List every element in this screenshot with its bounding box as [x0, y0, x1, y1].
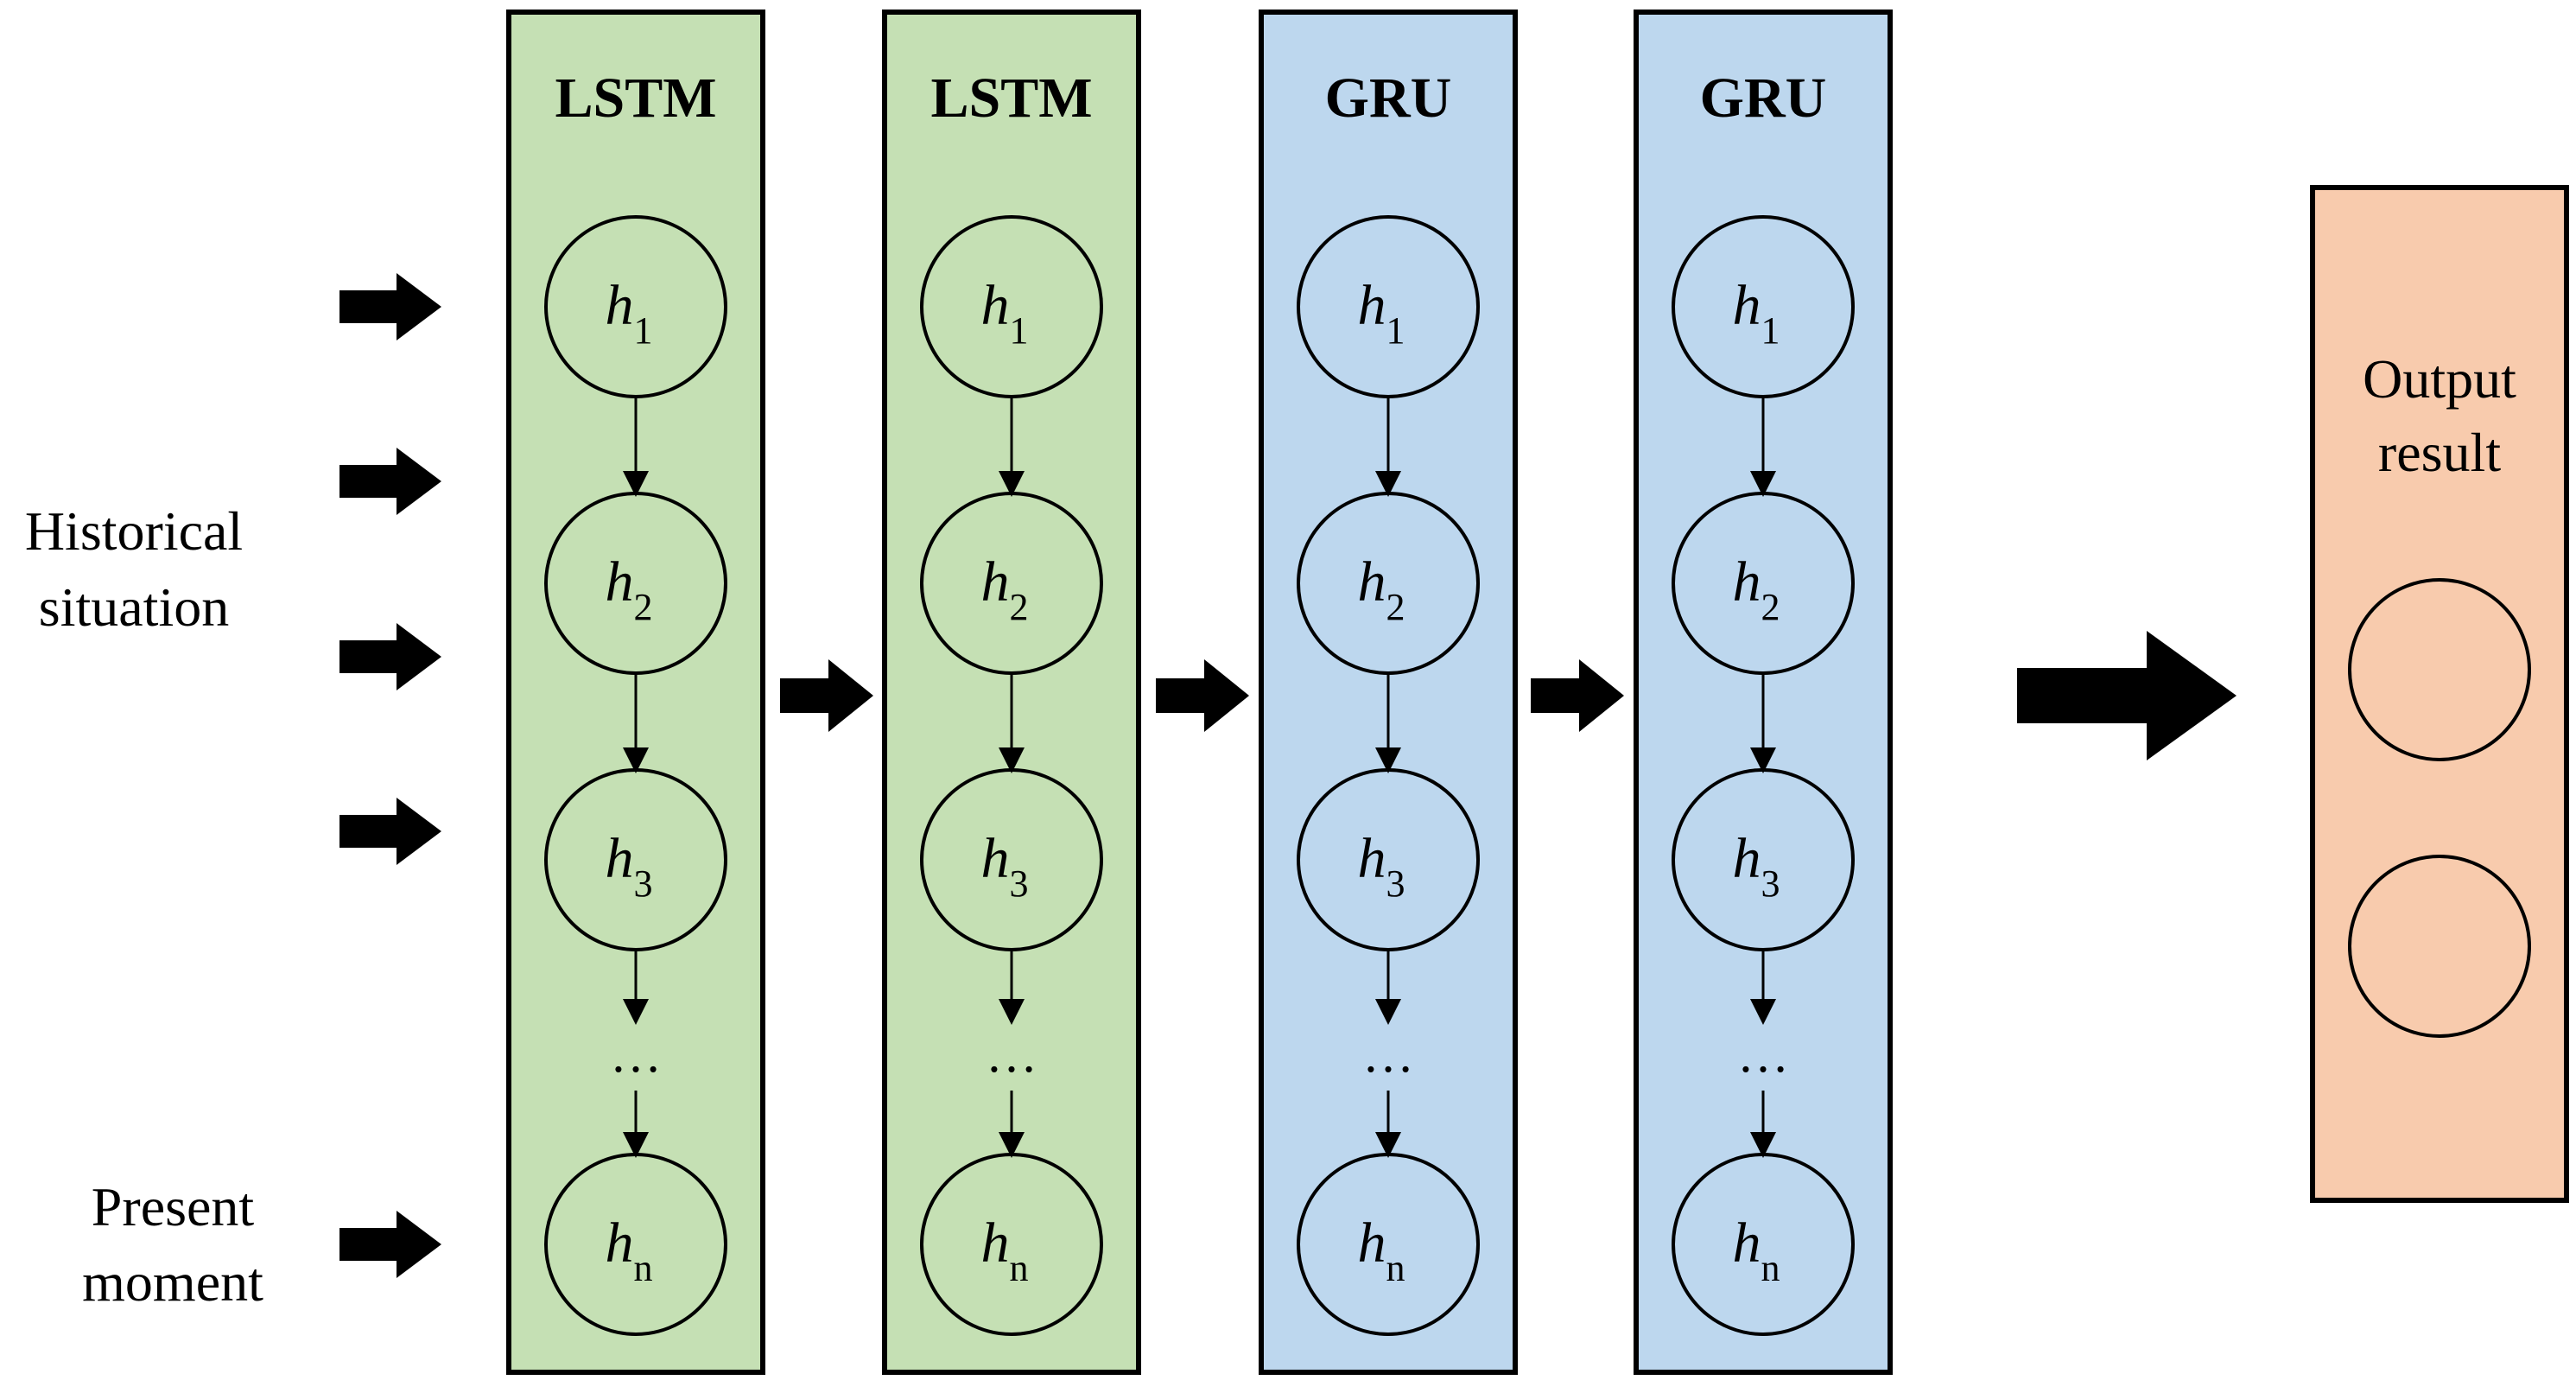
- node-label-main: h: [981, 827, 1010, 890]
- node-label-sub: n: [1761, 1247, 1780, 1289]
- node-label-sub: n: [634, 1247, 653, 1289]
- ellipsis-label: …: [1737, 1026, 1789, 1083]
- arrow-gru1-to-gru2: [1531, 659, 1624, 732]
- node-label-main: h: [1358, 274, 1386, 337]
- ellipsis-label: …: [1362, 1026, 1414, 1083]
- ellipsis-label: …: [986, 1026, 1037, 1083]
- node-label-main: h: [606, 827, 634, 890]
- node-label-main: h: [981, 274, 1010, 337]
- node-label-sub: 3: [634, 862, 653, 905]
- node-label-main: h: [1358, 827, 1386, 890]
- node-label-main: h: [1733, 1212, 1761, 1275]
- node-label-sub: n: [1386, 1247, 1405, 1289]
- hidden-state-label: h2: [606, 550, 653, 628]
- node-label-sub: 1: [1761, 309, 1780, 352]
- node-label-main: h: [606, 550, 634, 614]
- node-label-sub: 2: [1010, 586, 1029, 628]
- present-moment-label-line2: moment: [82, 1251, 263, 1313]
- column-title: GRU: [1325, 67, 1452, 130]
- hidden-state-label: hn: [981, 1212, 1029, 1289]
- hidden-state-label: hn: [1358, 1212, 1405, 1289]
- historical-situation-label-line1: Historical: [25, 500, 243, 562]
- node-label-sub: 2: [634, 586, 653, 628]
- node-label-main: h: [1733, 827, 1761, 890]
- column-title: LSTM: [930, 67, 1092, 130]
- node-label-sub: 2: [1761, 586, 1780, 628]
- node-label-main: h: [606, 274, 634, 337]
- node-label-sub: n: [1010, 1247, 1029, 1289]
- hidden-state-label: h1: [606, 274, 653, 352]
- hidden-state-label: h3: [1733, 827, 1780, 905]
- column-2-lstm: LSTMh1h2h3hn…: [882, 10, 1141, 1375]
- column-3-gru: GRUh1h2h3hn…: [1259, 10, 1518, 1375]
- hidden-state-label: hn: [1733, 1212, 1780, 1289]
- node-label-sub: 3: [1010, 862, 1029, 905]
- hidden-state-label: hn: [606, 1212, 653, 1289]
- input-arrow-2: [339, 448, 441, 515]
- hidden-state-label: h3: [981, 827, 1029, 905]
- node-label-sub: 3: [1761, 862, 1780, 905]
- node-label-main: h: [1358, 1212, 1386, 1275]
- arrow-lstm1-to-lstm2: [780, 659, 873, 732]
- output-nodes: [2348, 578, 2531, 1038]
- hidden-state-label: h2: [1733, 550, 1780, 628]
- historical-situation-label-line2: situation: [39, 576, 229, 638]
- node-label-main: h: [606, 1212, 634, 1275]
- output-box: [2310, 185, 2569, 1203]
- output-block: Output result: [2310, 185, 2569, 1203]
- between-layer-arrows: [780, 631, 2237, 760]
- present-moment-label-line1: Present: [92, 1176, 255, 1237]
- hidden-state-label: h1: [1358, 274, 1405, 352]
- input-arrow-4: [339, 798, 441, 865]
- input-arrow-5: [339, 1211, 441, 1278]
- ellipsis-label: …: [610, 1026, 662, 1083]
- column-title: GRU: [1700, 67, 1827, 130]
- node-label-sub: 2: [1386, 586, 1405, 628]
- node-label-sub: 1: [1010, 309, 1029, 352]
- column-4-gru: GRUh1h2h3hn…: [1634, 10, 1893, 1375]
- node-label-main: h: [1358, 550, 1386, 614]
- output-node: [2348, 855, 2531, 1038]
- output-node: [2348, 578, 2531, 761]
- output-label-line1: Output: [2363, 348, 2516, 410]
- output-label-line2: result: [2378, 422, 2501, 483]
- input-arrow-3: [339, 623, 441, 690]
- node-label-main: h: [1733, 550, 1761, 614]
- hidden-state-label: h1: [1733, 274, 1780, 352]
- node-label-main: h: [981, 1212, 1010, 1275]
- arrow-lstm2-to-gru1: [1156, 659, 1249, 732]
- column-1-lstm: LSTMh1h2h3hn…: [506, 10, 765, 1375]
- hidden-state-label: h1: [981, 274, 1029, 352]
- node-label-sub: 1: [634, 309, 653, 352]
- node-label-sub: 1: [1386, 309, 1405, 352]
- layer-columns: LSTMh1h2h3hn…LSTMh1h2h3hn…GRUh1h2h3hn…GR…: [506, 10, 1893, 1375]
- hidden-state-label: h2: [981, 550, 1029, 628]
- arrow-to-output: [2017, 631, 2237, 760]
- node-label-sub: 3: [1386, 862, 1405, 905]
- input-arrows: [339, 273, 441, 1278]
- input-arrow-1: [339, 273, 441, 340]
- column-title: LSTM: [555, 67, 716, 130]
- node-label-main: h: [981, 550, 1010, 614]
- node-label-main: h: [1733, 274, 1761, 337]
- hidden-state-label: h2: [1358, 550, 1405, 628]
- hidden-state-label: h3: [606, 827, 653, 905]
- hidden-state-label: h3: [1358, 827, 1405, 905]
